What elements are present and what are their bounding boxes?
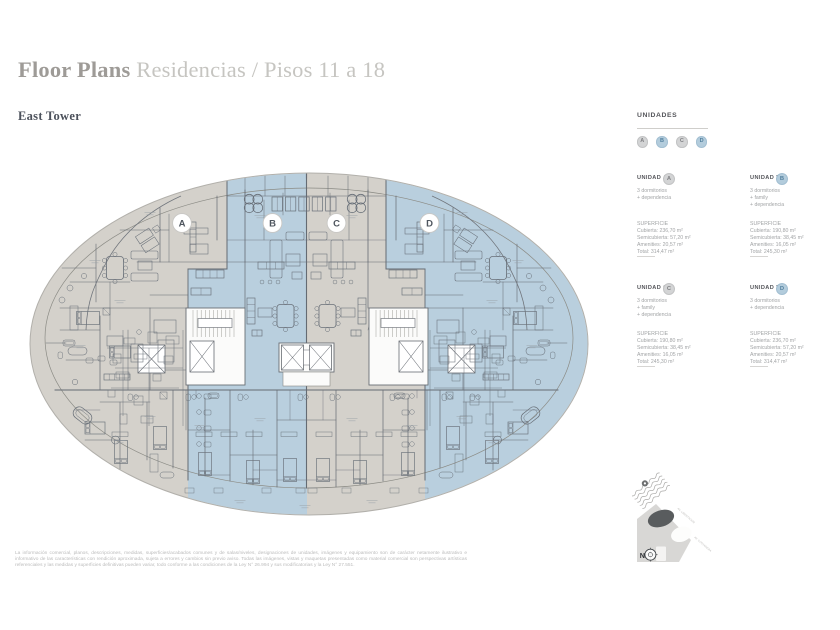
svg-text:N: N: [640, 551, 645, 560]
svg-text:AV. LIBERTADOR: AV. LIBERTADOR: [676, 507, 696, 525]
svg-text:A: A: [179, 219, 186, 230]
svg-text:D: D: [426, 219, 433, 230]
svg-text:C: C: [333, 219, 340, 230]
svg-text:B: B: [269, 219, 276, 230]
svg-text:AV. COSTANERA: AV. COSTANERA: [693, 535, 712, 553]
